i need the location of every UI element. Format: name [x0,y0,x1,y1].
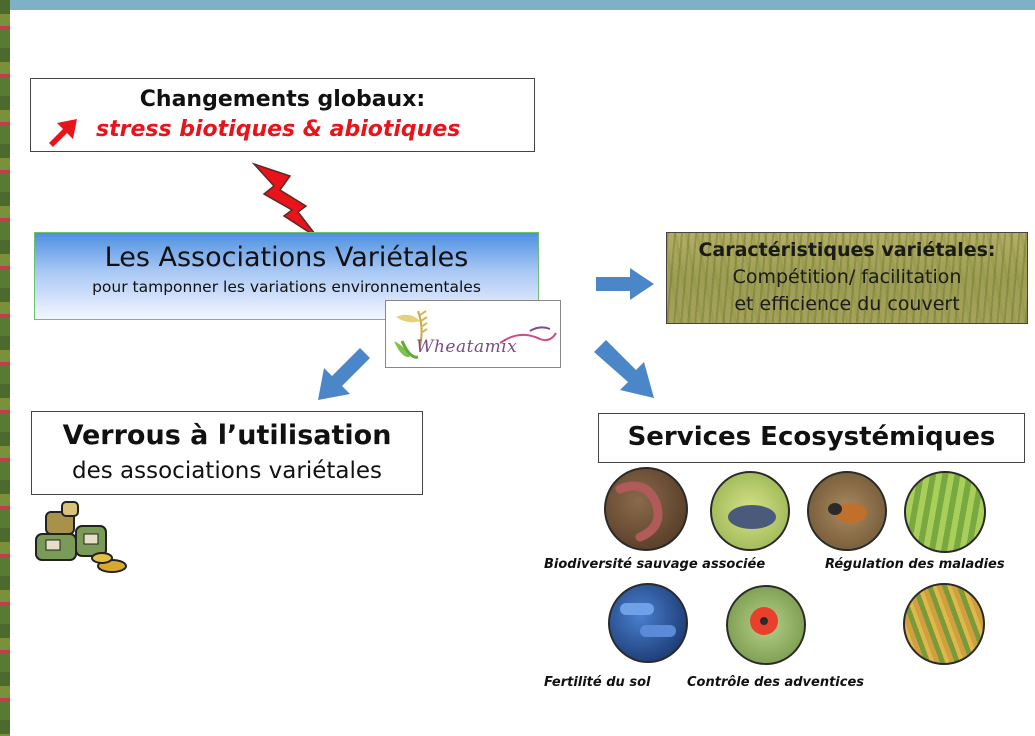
services-box: Services Ecosystémiques [598,413,1025,463]
earthworm-image [604,467,688,551]
blue-arrow-icon [594,340,654,398]
woodlouse-image [710,471,790,551]
associations-title: Les Associations Variétales [104,242,469,273]
associations-box: Les Associations Variétales pour tamponn… [34,232,539,320]
barriers-title: Verrous à l’utilisation [62,420,392,451]
global-changes-subtitle: stress biotiques & abiotiques [96,117,461,142]
caption-weeds: Contrôle des adventices [687,675,865,690]
caption-soil: Fertilité du sol [544,675,651,690]
associations-subtitle: pour tamponner les variations environnem… [92,278,481,296]
services-title: Services Ecosystémiques [627,422,996,452]
characteristics-line-1: Compétition/ facilitation [732,266,962,288]
insect-icon [728,505,776,529]
money-bags-icon [35,501,127,573]
logo-text: Wheatamix [416,337,518,357]
beetle-image [807,471,887,551]
slide: Changements globaux: stress biotiques & … [10,10,1035,736]
blue-arrow-icon [596,268,654,300]
wheatamix-logo: Wheatamix [385,300,561,368]
blue-arrow-icon [318,348,370,400]
global-changes-title: Changements globaux: [139,87,426,112]
characteristics-box: Caractéristiques variétales: Compétition… [666,232,1028,324]
characteristics-line-2: et efficience du couvert [734,293,960,315]
caption-disease: Régulation des maladies [825,557,1005,572]
characteristics-title: Caractéristiques variétales: [698,239,996,261]
caption-biodiversity: Biodiversité sauvage associée [544,557,766,572]
poppy-image [726,585,806,665]
bacteria-icon [620,603,676,637]
up-right-arrow-icon [49,119,77,147]
barriers-box: Verrous à l’utilisation des associations… [31,411,423,495]
poppy-icon [750,607,778,635]
leaf-image [904,471,986,553]
wheat-icon [394,310,557,359]
lightning-icon [251,162,319,239]
background-photo-strip [0,0,10,736]
global-changes-box: Changements globaux: stress biotiques & … [30,78,535,152]
barriers-subtitle: des associations variétales [72,458,382,484]
worm-icon [615,481,663,542]
bacteria-image [608,583,688,663]
beetle-icon [828,503,867,523]
rust-leaf-image [903,583,985,665]
